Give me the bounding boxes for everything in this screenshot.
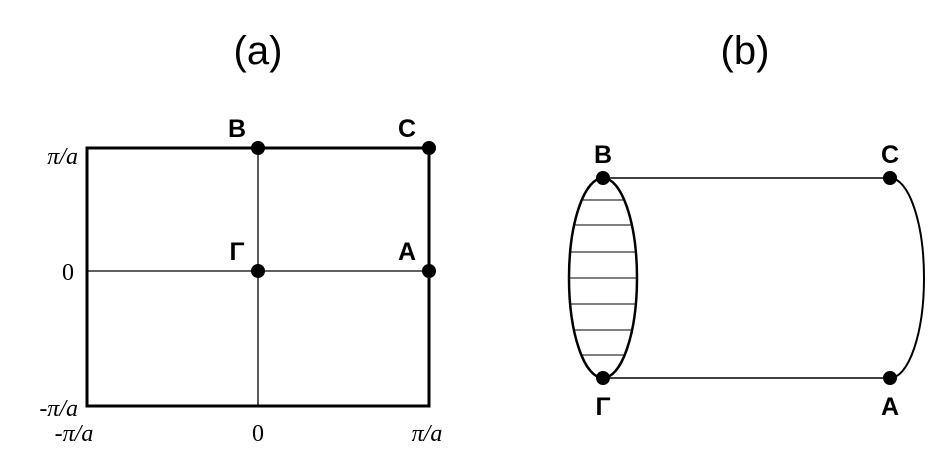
y-tick-middle: 0 [62, 260, 74, 286]
panel-a: (a) B C Γ A π/a 0 -π/a -π/a 0 π/a [39, 29, 442, 447]
x-tick-left: -π/a [55, 421, 94, 447]
point-c-marker [422, 141, 436, 155]
x-tick-right: π/a [412, 421, 443, 447]
point-a-marker [422, 264, 436, 278]
point-c-label: C [881, 141, 899, 169]
point-a-label: A [398, 238, 416, 266]
point-a-marker [883, 371, 897, 385]
point-b-marker [596, 171, 610, 185]
point-gamma-marker [596, 371, 610, 385]
point-gamma-label: Γ [229, 238, 244, 266]
point-gamma-label: Γ [595, 393, 610, 421]
point-c-label: C [398, 115, 416, 143]
y-tick-top: π/a [47, 144, 78, 170]
point-a-label: A [881, 393, 899, 421]
cylinder-right-arc [889, 177, 925, 379]
point-c-marker [883, 171, 897, 185]
point-b-label: B [228, 115, 246, 143]
panel-b: (b) B C Γ A [567, 29, 925, 421]
point-b-marker [251, 141, 265, 155]
panel-a-title: (a) [234, 29, 283, 73]
y-tick-bottom: -π/a [39, 396, 78, 422]
x-tick-middle: 0 [252, 421, 264, 447]
point-b-label: B [594, 141, 612, 169]
panel-b-title: (b) [721, 29, 770, 73]
point-gamma-marker [251, 264, 265, 278]
